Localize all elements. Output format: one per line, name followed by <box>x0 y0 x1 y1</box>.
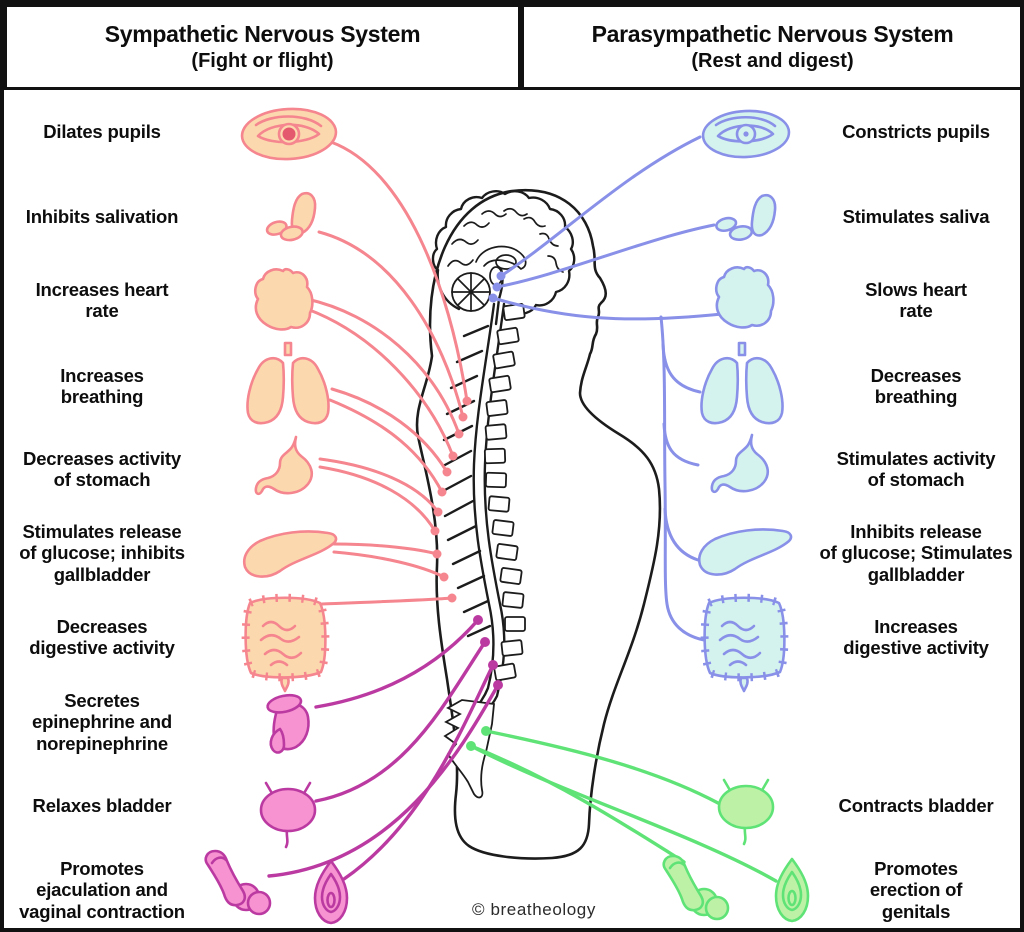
label-promotes-erection: Promotes erection of genitals <box>869 858 963 922</box>
bladder-icon <box>259 781 317 849</box>
heart-icon <box>714 265 775 329</box>
stomach-icon <box>254 435 314 496</box>
label-contracts-bladder: Contracts bladder <box>838 795 994 816</box>
heart-icon <box>253 267 314 331</box>
label-dilates-pupils: Dilates pupils <box>43 121 161 142</box>
stomach-icon <box>710 433 770 494</box>
label-decreases-breathing: Decreases breathing <box>870 365 962 408</box>
sympathetic-title: Sympathetic Nervous System <box>104 21 421 47</box>
salivary-glands-icon <box>265 191 317 242</box>
lungs-icon <box>246 341 330 425</box>
lungs-icon <box>700 341 784 425</box>
eye-icon <box>240 107 338 161</box>
penis-icon <box>662 854 730 921</box>
label-relaxes-bladder: Relaxes bladder <box>32 795 172 816</box>
label-decreases-digestion: Decreases digestive activity <box>29 616 175 659</box>
label-slows-heart-rate: Slows heart rate <box>865 279 967 322</box>
header-parasympathetic: Parasympathetic Nervous System (Rest and… <box>521 4 1020 90</box>
label-increases-digestion: Increases digestive activity <box>843 616 989 659</box>
penis-icon <box>204 849 272 916</box>
left-organ-column <box>204 107 349 925</box>
label-stimulates-saliva: Stimulates saliva <box>842 206 990 227</box>
human-profile-icon <box>415 188 662 860</box>
sympathetic-pelvic-nerves <box>267 615 503 881</box>
label-stimulates-glucose: Stimulates release of glucose; inhibits … <box>19 521 185 585</box>
label-promotes-ejaculation: Promotes ejaculation and vaginal contrac… <box>19 858 185 922</box>
intestines-icon <box>241 593 330 693</box>
spine-icon <box>441 302 526 799</box>
parasympathetic-subtitle: (Rest and digest) <box>691 50 854 72</box>
sympathetic-subtitle: (Fight or flight) <box>191 50 334 72</box>
vertebrae <box>483 303 526 682</box>
label-constricts-pupils: Constricts pupils <box>842 121 990 142</box>
label-secretes-epinephrine: Secretes epinephrine and norepinephrine <box>32 690 172 754</box>
credit-text: © breatheology <box>472 900 596 919</box>
salivary-glands-icon <box>715 193 777 241</box>
adrenal-gland-icon <box>266 693 310 754</box>
right-organ-column <box>662 109 810 923</box>
parasympathetic-nerves <box>488 135 724 642</box>
label-decreases-stomach: Decreases activity of stomach <box>23 448 181 491</box>
label-increases-heart-rate: Increases heart rate <box>35 279 169 322</box>
label-inhibits-glucose: Inhibits release of glucose; Stimulates … <box>819 521 1013 585</box>
vulva-icon <box>774 857 810 923</box>
parasympathetic-pelvic-nerves <box>466 726 778 883</box>
vulva-icon <box>313 859 349 925</box>
label-inhibits-salivation: Inhibits salivation <box>25 206 179 227</box>
header-sympathetic: Sympathetic Nervous System (Fight or fli… <box>4 4 521 90</box>
label-stimulates-stomach: Stimulates activity of stomach <box>836 448 996 491</box>
eye-icon <box>701 109 791 159</box>
parasympathetic-title: Parasympathetic Nervous System <box>591 21 954 47</box>
sympathetic-nerves <box>305 140 472 606</box>
intestines-icon <box>700 593 789 693</box>
label-increases-breathing: Increases breathing <box>60 365 144 408</box>
nervous-system-illustration <box>204 107 810 925</box>
liver-icon <box>697 528 793 576</box>
liver-icon <box>242 530 338 578</box>
bladder-icon <box>717 778 775 846</box>
